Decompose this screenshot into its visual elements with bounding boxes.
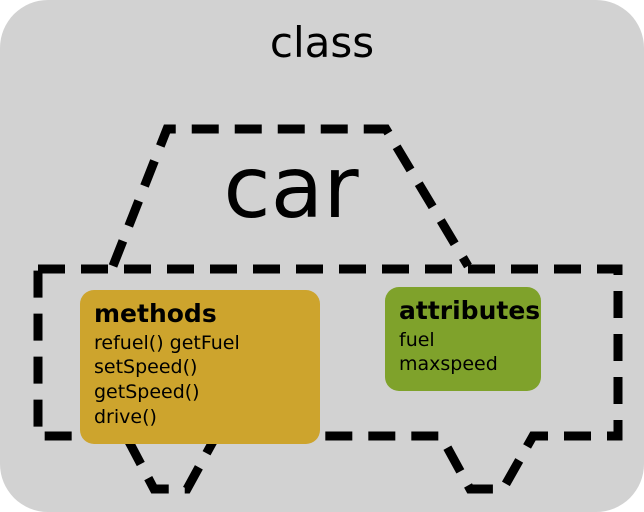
methods-line: drive() bbox=[94, 405, 157, 428]
attributes-box-title: attributes bbox=[399, 296, 541, 325]
methods-box-title: methods bbox=[94, 299, 217, 328]
attributes-box: attributes fuel maxspeed bbox=[385, 287, 541, 392]
car-cabin-outline bbox=[108, 124, 472, 269]
methods-box: methods refuel() getFuel setSpeed() getS… bbox=[80, 290, 320, 444]
methods-line: refuel() getFuel bbox=[94, 331, 240, 354]
attributes-line: fuel bbox=[399, 328, 435, 351]
car-body-outline bbox=[33, 264, 623, 494]
methods-line: setSpeed() getSpeed() bbox=[94, 356, 200, 404]
attributes-line: maxspeed bbox=[399, 353, 498, 376]
car-name-label: car bbox=[223, 138, 359, 238]
diagram-title: class bbox=[269, 18, 375, 67]
